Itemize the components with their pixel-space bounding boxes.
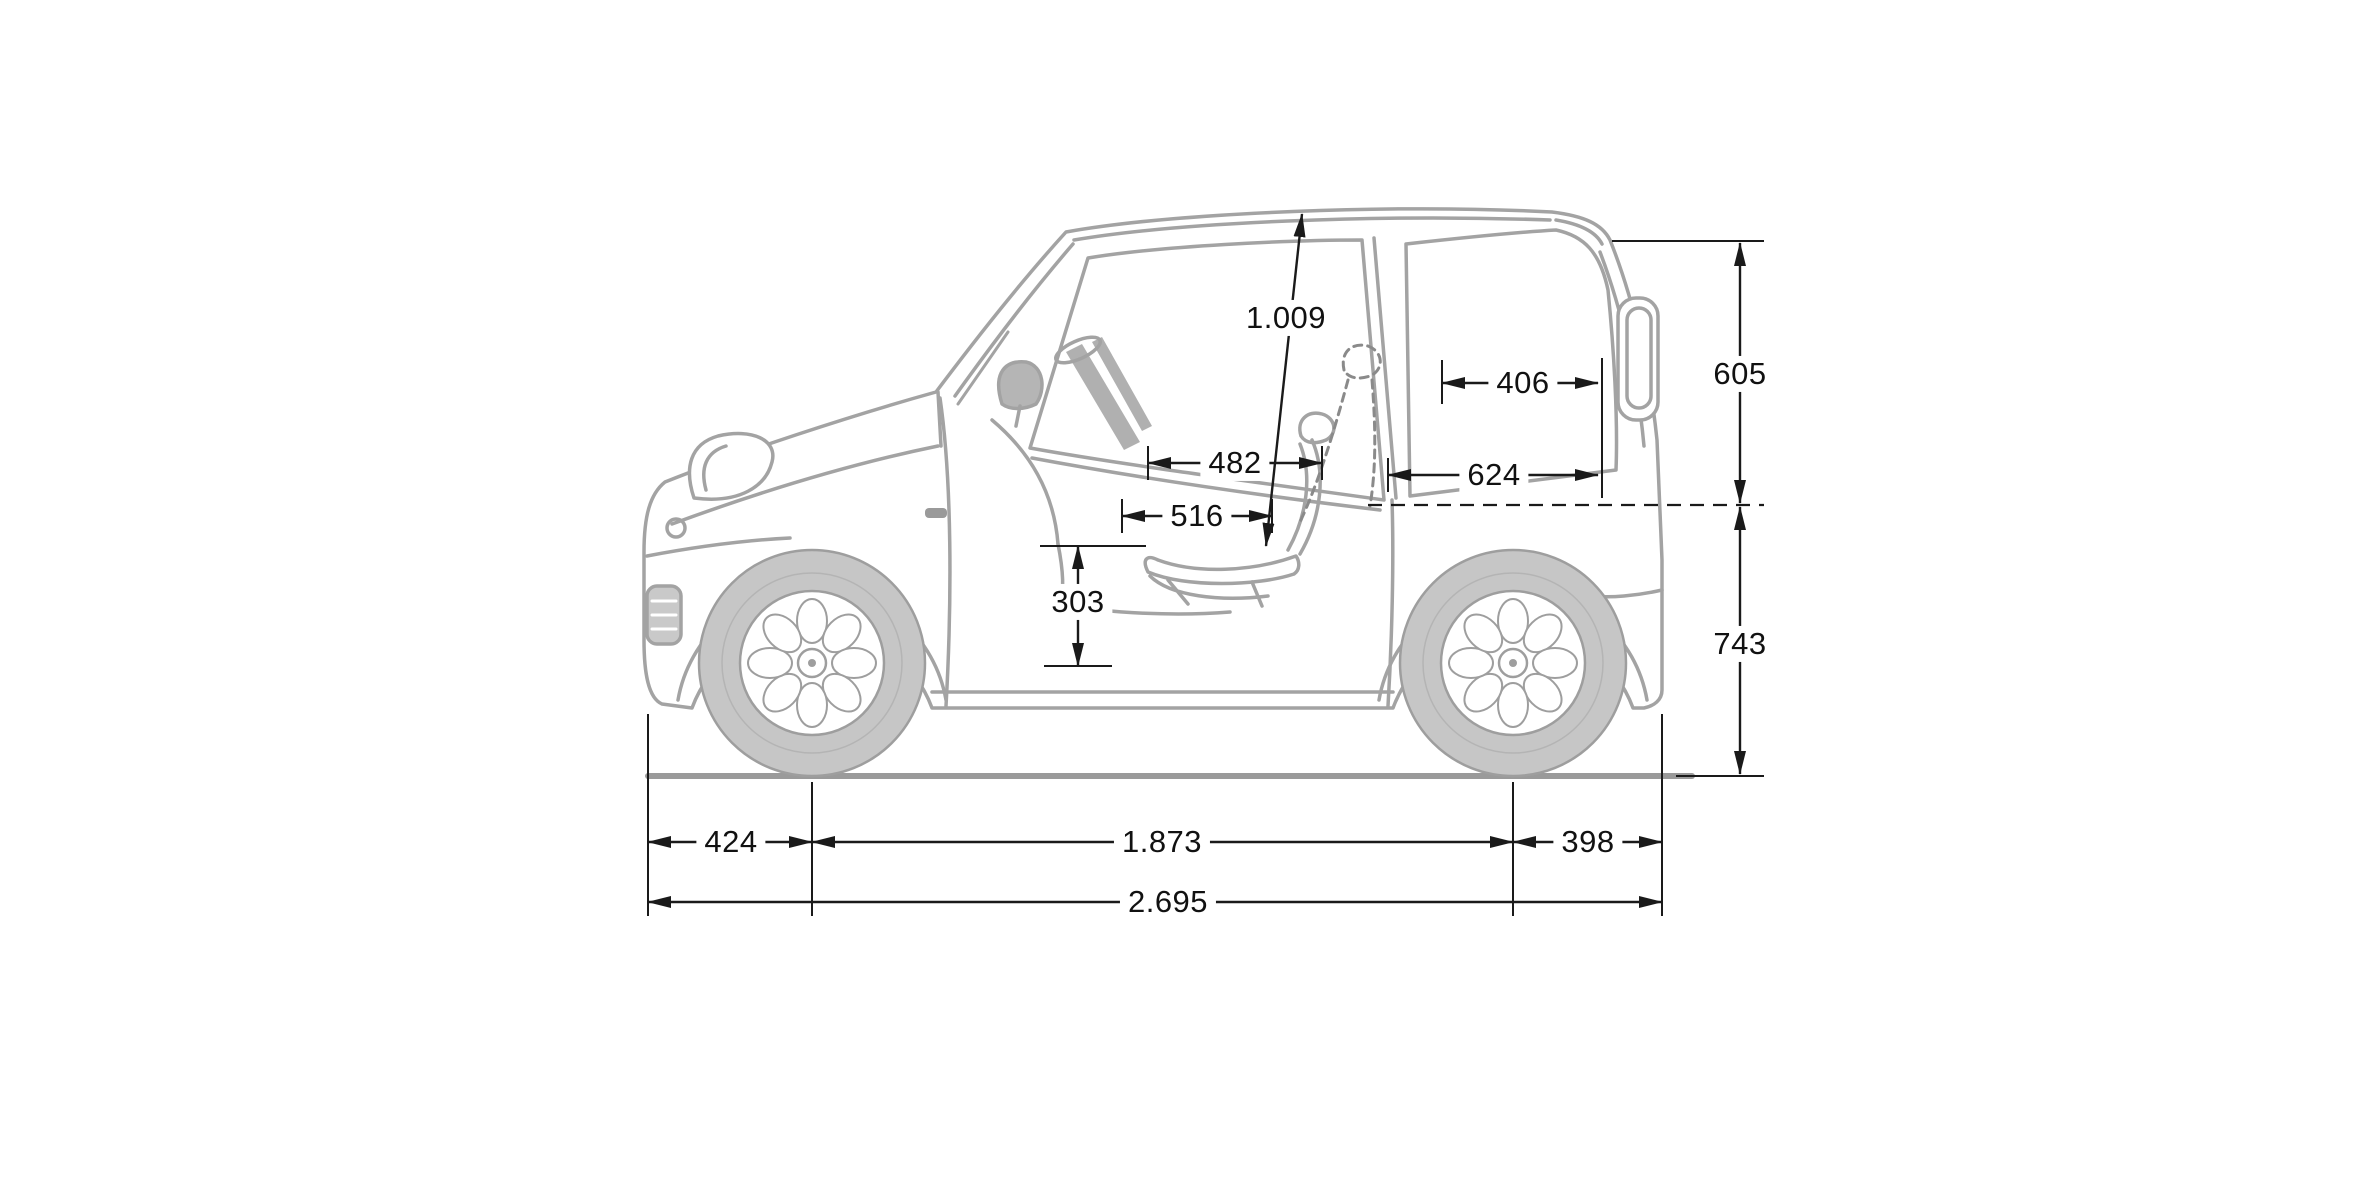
quarter-window [1404, 228, 1619, 498]
rear-wheel [1398, 548, 1628, 778]
dashboard-line [990, 418, 1060, 546]
windshield-wiper [956, 330, 1010, 406]
dim-label-seat-height: 303 [1043, 583, 1113, 621]
seat-backrest [1298, 438, 1322, 556]
beltline-trim [1030, 456, 1382, 512]
dim-label-upper-body-height: 605 [1705, 355, 1775, 393]
steering-wheel-rim [1092, 337, 1152, 431]
dim-label-headrest-to-tailgate: 406 [1488, 364, 1558, 402]
steering-column [1066, 344, 1140, 450]
seat-cushion [1143, 554, 1301, 586]
door-rear-seam [1386, 498, 1395, 708]
windshield-inner-edge [953, 242, 1075, 398]
headlight [687, 431, 775, 501]
mirror-stalk [1014, 404, 1022, 428]
dim-label-front-overhang: 424 [696, 823, 766, 861]
steering-wheel-top [1054, 335, 1102, 365]
front-wheel [697, 548, 927, 778]
dim-label-interior-height: 1.009 [1237, 299, 1335, 337]
hood-seam [670, 444, 940, 526]
dim-label-seat-length: 516 [1162, 497, 1232, 535]
seat-dashed-position [1298, 343, 1382, 524]
bumper-crease [645, 536, 792, 558]
dim-label-overall-length: 2.695 [1119, 883, 1217, 921]
taillight-inner [1625, 306, 1653, 410]
dim-label-rear-overhang: 398 [1553, 823, 1623, 861]
dim-label-lower-body-height: 743 [1705, 625, 1775, 663]
door-handle [925, 508, 947, 518]
door-front-seam [938, 396, 952, 708]
b-pillar [1372, 236, 1398, 500]
seat-rail-rear [1250, 580, 1264, 608]
dim-label-seatback-to-rear: 624 [1459, 456, 1529, 494]
rear-spoiler-line [1554, 218, 1604, 246]
side-mirror [996, 360, 1044, 411]
front-emblem [665, 517, 687, 539]
headlight-inner-line [702, 444, 728, 492]
dim-line-interior-height [1262, 213, 1306, 547]
seat-base [1148, 574, 1270, 600]
cowl-line [936, 390, 943, 448]
dim-label-wheelbase: 1.873 [1113, 823, 1211, 861]
dim-label-steering-to-seatback: 482 [1200, 444, 1270, 482]
